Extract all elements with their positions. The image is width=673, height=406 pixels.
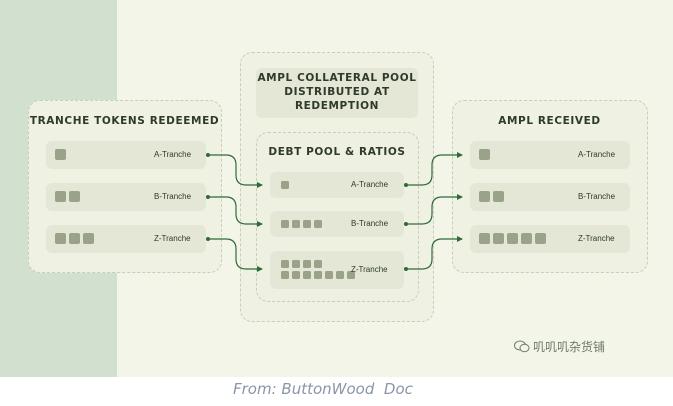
- connector-dot: [404, 222, 408, 226]
- center-row-z: Z-Tranche: [270, 251, 404, 289]
- right-row-z: Z-Tranche: [470, 225, 630, 253]
- center-row-b-label: B-Tranche: [351, 219, 389, 228]
- token-block: [55, 149, 66, 160]
- collateral-pool-header-line-2: DISTRIBUTED AT: [284, 86, 390, 98]
- right-row-z-label: Z-Tranche: [578, 234, 615, 243]
- left-row-z: Z-Tranche: [46, 225, 206, 253]
- token-block: [292, 220, 300, 228]
- caption-bar: [0, 377, 673, 406]
- token-block: [314, 220, 322, 228]
- connector-left-a: [208, 154, 263, 188]
- token-block: [83, 233, 94, 244]
- debt-pool-title: DEBT POOL & RATIOS: [268, 146, 406, 158]
- token-block: [292, 260, 300, 268]
- token-block: [55, 191, 66, 202]
- token-block: [69, 191, 80, 202]
- left-row-a-label: A-Tranche: [154, 150, 192, 159]
- left-row-b: B-Tranche: [46, 183, 206, 211]
- right-row-a: A-Tranche: [470, 141, 630, 169]
- left-row-b-label: B-Tranche: [154, 192, 192, 201]
- token-block: [479, 149, 490, 160]
- center-row-a: A-Tranche: [270, 172, 404, 198]
- right-row-b-label: B-Tranche: [578, 192, 616, 201]
- token-block: [292, 271, 300, 279]
- connector-lines: [206, 152, 463, 272]
- token-block: [55, 233, 66, 244]
- connector-dot: [404, 183, 408, 187]
- left-row-z-label: Z-Tranche: [154, 234, 191, 243]
- token-block: [507, 233, 518, 244]
- connector-left-z: [208, 238, 263, 272]
- collateral-pool-header-line-3: REDEMPTION: [294, 100, 380, 112]
- token-block: [314, 271, 322, 279]
- right-row-a-label: A-Tranche: [578, 150, 616, 159]
- center-row-a-label: A-Tranche: [351, 180, 389, 189]
- connector-dot: [206, 237, 210, 241]
- token-block: [314, 260, 322, 268]
- connector-dot: [206, 195, 210, 199]
- connector-right-b: [406, 194, 463, 225]
- left-panel-title: TRANCHE TOKENS REDEEMED: [29, 115, 220, 127]
- token-block: [281, 260, 289, 268]
- token-block: [479, 233, 490, 244]
- token-block: [493, 191, 504, 202]
- token-block: [281, 220, 289, 228]
- token-block: [281, 271, 289, 279]
- center-row-b: B-Tranche: [270, 211, 404, 237]
- collateral-pool-header-line-1: AMPL COLLATERAL POOL: [257, 72, 417, 84]
- token-block: [521, 233, 532, 244]
- token-block: [535, 233, 546, 244]
- wechat-icon: [514, 340, 530, 353]
- token-block: [493, 233, 504, 244]
- token-block: [303, 260, 311, 268]
- token-block: [336, 271, 344, 279]
- connector-dot: [206, 153, 210, 157]
- right-row-b: B-Tranche: [470, 183, 630, 211]
- collateral-pool-header-box: AMPL COLLATERAL POOL DISTRIBUTED AT REDE…: [256, 68, 418, 118]
- token-block: [69, 233, 80, 244]
- token-block: [347, 271, 355, 279]
- watermark: 叽叽叽杂货铺: [514, 338, 605, 355]
- token-block: [281, 181, 289, 189]
- connector-left-b: [208, 196, 263, 227]
- token-block: [303, 271, 311, 279]
- source-caption: From: ButtonWood Doc: [233, 380, 413, 398]
- token-block: [303, 220, 311, 228]
- watermark-text: 叽叽叽杂货铺: [533, 340, 606, 354]
- left-row-a: A-Tranche: [46, 141, 206, 169]
- token-block: [479, 191, 490, 202]
- connector-right-z: [406, 236, 463, 270]
- right-panel-title: AMPL RECEIVED: [498, 115, 601, 127]
- center-row-z-label: Z-Tranche: [351, 265, 388, 274]
- connector-right-a: [406, 152, 463, 186]
- connector-dot: [404, 267, 408, 271]
- token-block: [325, 271, 333, 279]
